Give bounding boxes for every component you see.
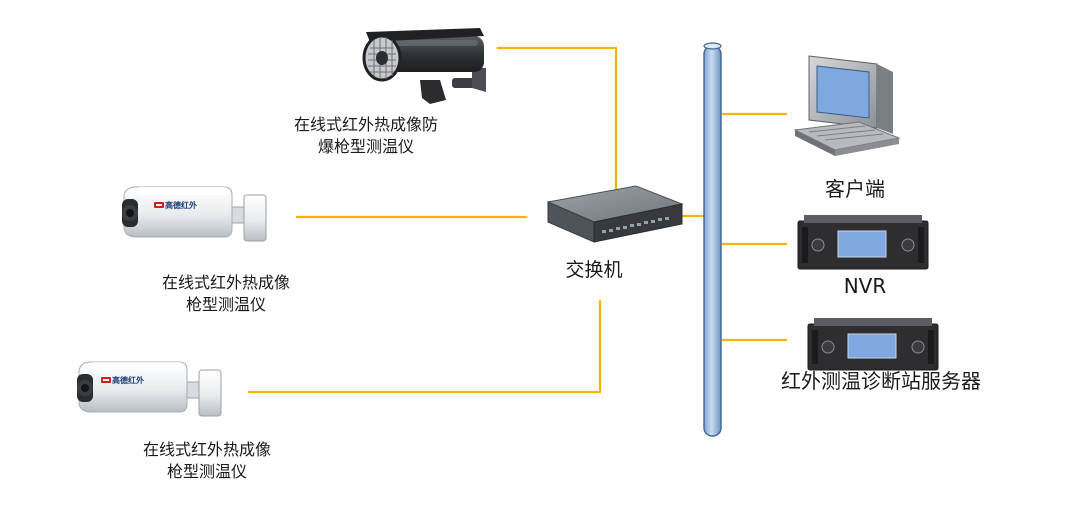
bullet-camera-1-label-line2: 枪型测温仪 [185, 294, 266, 314]
network-switch-icon [546, 185, 684, 243]
connection-lines [248, 46, 787, 394]
bullet-camera-1-label-line1: 在线式红外热成像 [161, 273, 290, 292]
desktop-computer-icon [793, 55, 901, 156]
bullet-thermal-camera-icon [122, 186, 267, 242]
bullet-camera-1-label: 在线式红外热成像 枪型测温仪 [126, 272, 326, 315]
explosion-proof-bullet-camera-icon [362, 28, 486, 104]
client-label: 客户端 [825, 177, 885, 201]
camera-2-brand-label: 高德红外 [112, 375, 144, 385]
bullet-camera-2-label-line2: 枪型测温仪 [166, 461, 247, 481]
rack-server-icon [807, 318, 939, 371]
bullet-thermal-camera-icon [77, 361, 222, 417]
diagnosis-server-label: 红外测温诊断站服务器 [781, 369, 981, 393]
switch-label: 交换机 [565, 259, 623, 281]
bullet-camera-2-label: 在线式红外热成像 枪型测温仪 [107, 439, 307, 482]
explosion-camera-label-line2: 爆枪型测温仪 [317, 136, 414, 156]
bullet-camera-2-label-line1: 在线式红外热成像 [142, 440, 271, 459]
camera-1-brand-label: 高德红外 [165, 200, 197, 210]
link-explosion-camera-to-switch [497, 46, 618, 196]
network-backbone-bus [703, 42, 722, 437]
explosion-camera-label-line1: 在线式红外热成像防 [293, 115, 438, 134]
explosion-camera-label: 在线式红外热成像防 爆枪型测温仪 [258, 114, 474, 157]
rack-server-icon [797, 215, 929, 270]
link-bullet-camera-2-to-switch [248, 300, 602, 394]
nvr-label: NVR [843, 274, 887, 298]
